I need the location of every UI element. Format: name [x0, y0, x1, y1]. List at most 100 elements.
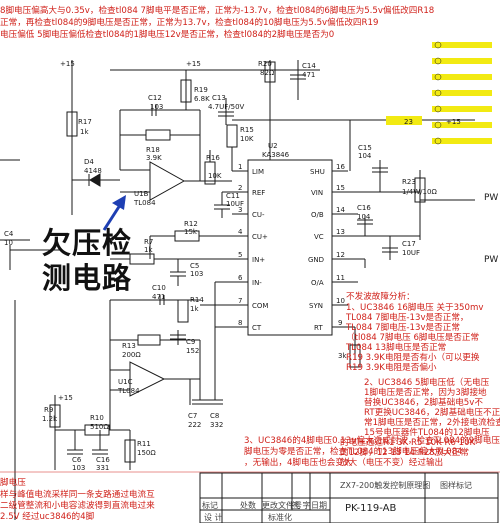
svg-text:VIN: VIN [311, 189, 323, 197]
fault-line-16: 放大（电压不变）经过输出 [340, 458, 444, 468]
svg-text:U1C: U1C [118, 378, 133, 386]
u1b-opamp [149, 161, 186, 201]
svg-text:10: 10 [336, 297, 345, 305]
svg-text:222: 222 [188, 421, 201, 429]
svg-text:11: 11 [336, 274, 345, 282]
svg-text:C11: C11 [226, 192, 240, 200]
svg-text:IN+: IN+ [252, 256, 265, 264]
svg-text:10K: 10K [208, 172, 222, 180]
bottom-line-3: ，无输出，4脚电压也会变大 [244, 458, 353, 468]
svg-text:C9: C9 [186, 338, 195, 346]
svg-text:R17: R17 [78, 118, 92, 126]
fault-line-7: R19 3.9K电阻是否偏小 [346, 363, 437, 373]
svg-text:C13: C13 [212, 94, 226, 102]
svg-text:D4: D4 [84, 158, 94, 166]
svg-text:IN-: IN- [252, 279, 262, 287]
title-block-count: 处数 [240, 501, 256, 510]
svg-text:12: 12 [336, 251, 345, 259]
svg-text:RT: RT [314, 324, 323, 332]
svg-text:O/A: O/A [311, 279, 324, 287]
svg-text:104: 104 [358, 152, 372, 160]
fault-title: 不发波故障分析： [346, 292, 415, 302]
fault-line-3: TL084 7脚电压-13v是否正常 [346, 323, 460, 333]
fault-line-2: TL084 7脚电压-13v是否正常， [346, 313, 469, 323]
svg-text:R12: R12 [184, 220, 198, 228]
u2-chip-body [247, 159, 333, 336]
svg-text:C14: C14 [302, 62, 316, 70]
svg-text:CU+: CU+ [252, 233, 268, 241]
svg-text:R16: R16 [206, 154, 220, 162]
svg-text:3.9K: 3.9K [146, 154, 162, 162]
fault-line-9: 1脚电压是否正常，因为3脚接地 [364, 388, 487, 398]
svg-text:PW: PW [484, 193, 498, 203]
svg-text:1.2k: 1.2k [42, 415, 58, 423]
svg-text:23: 23 [404, 118, 413, 126]
svg-text:10K: 10K [240, 135, 254, 143]
svg-text:10UF: 10UF [226, 200, 244, 208]
fault-line-6: R19 3.9K电阻是否有小（可以更换 [346, 353, 480, 363]
fault-line-13: 15号电压器件TL084的12脚电压 [364, 428, 490, 438]
svg-text:+15: +15 [446, 118, 461, 126]
svg-text:SHU: SHU [310, 168, 325, 176]
fault-line-14: 的电压通过R1 3K R5 10K R6 10K [340, 438, 476, 448]
svg-text:15: 15 [336, 184, 345, 192]
svg-text:104: 104 [357, 213, 371, 221]
note-top-2: 正常，再检查tl084的9脚电压是否正常，正常为13.7v，检查tl084的10… [0, 18, 379, 28]
svg-text:+15: +15 [186, 60, 201, 68]
svg-text:REF: REF [252, 189, 265, 197]
fault-line-4: （tl084 7脚电压 6脚电压是否正常 [346, 333, 480, 343]
svg-text:13: 13 [336, 228, 345, 236]
svg-text:82Ω: 82Ω [260, 69, 275, 77]
svg-text:TL084: TL084 [133, 199, 156, 207]
svg-text:U1B: U1B [134, 190, 149, 198]
fault-line-8: 2、UC3846 5脚电压低（无电压 [364, 378, 490, 388]
svg-text:5: 5 [238, 251, 242, 259]
svg-text:R23: R23 [402, 178, 416, 186]
svg-text:103: 103 [72, 464, 85, 472]
svg-text:332: 332 [210, 421, 223, 429]
svg-text:C7: C7 [188, 412, 197, 420]
svg-text:3k: 3k [338, 352, 347, 360]
title-block-change: 更改文件号 [262, 501, 302, 510]
bottom-left-2: 样与峰值电流采样同一条支路通过电流互 [0, 490, 155, 500]
bottom-left-3: 二级管整流和小电容滤波得到直流电过来 [0, 501, 155, 511]
svg-text:C17: C17 [402, 240, 416, 248]
title-block-date: 日期 [311, 501, 327, 510]
svg-text:C6: C6 [72, 456, 82, 464]
note-top-3: 电压偏低 5脚电压偏低检查tl084的1脚电压12v是否正常，检查tl084的2… [0, 30, 335, 40]
svg-text:+15: +15 [58, 394, 73, 402]
u1c-opamp [129, 361, 166, 397]
svg-text:O/B: O/B [311, 211, 324, 219]
title-block-mark: 标记 [202, 501, 218, 510]
svg-text:R11: R11 [137, 440, 151, 448]
svg-text:4.7UF/50V: 4.7UF/50V [208, 103, 245, 111]
svg-text:7: 7 [238, 297, 242, 305]
svg-text:6.8K: 6.8K [194, 95, 210, 103]
fault-line-15: 的12脚，12 13 14 R28放大正常 [340, 448, 469, 458]
title-block-drawing-no: PK-119-AB [345, 503, 397, 514]
svg-text:TL084: TL084 [117, 387, 140, 395]
svg-text:471: 471 [302, 71, 315, 79]
svg-text:10: 10 [4, 239, 13, 247]
title-block-sign: 签 字 [292, 501, 311, 510]
svg-text:3: 3 [238, 206, 242, 214]
title-block-standardize: 标准化 [268, 513, 292, 522]
svg-text:R20: R20 [258, 60, 272, 68]
svg-text:R19: R19 [194, 86, 208, 94]
svg-text:COM: COM [252, 302, 268, 310]
svg-text:C4: C4 [4, 230, 14, 238]
svg-text:9: 9 [338, 319, 342, 327]
bottom-left-1: 脚电压 [0, 478, 26, 488]
svg-text:16: 16 [336, 163, 345, 171]
fault-line-5: TL084 13脚电压是否正常 [346, 343, 447, 353]
svg-text:R13: R13 [122, 342, 136, 350]
svg-text:152: 152 [186, 347, 199, 355]
svg-text:103: 103 [150, 103, 163, 111]
svg-text:8: 8 [238, 319, 242, 327]
bottom-line-1: 3、UC3846的4脚电压0.13v偏大造成封波，检查TL084的9脚电压 [244, 436, 500, 446]
fault-line-12: 常1脚电压是否正常，2外接电流检查 [364, 418, 500, 428]
svg-text:10UF: 10UF [402, 249, 420, 257]
svg-text:LIM: LIM [252, 168, 264, 176]
note-top-1: 8脚电压偏高大与0.35v，检查tl084 7脚电平是否正常，正常为-13.7v… [0, 6, 435, 16]
